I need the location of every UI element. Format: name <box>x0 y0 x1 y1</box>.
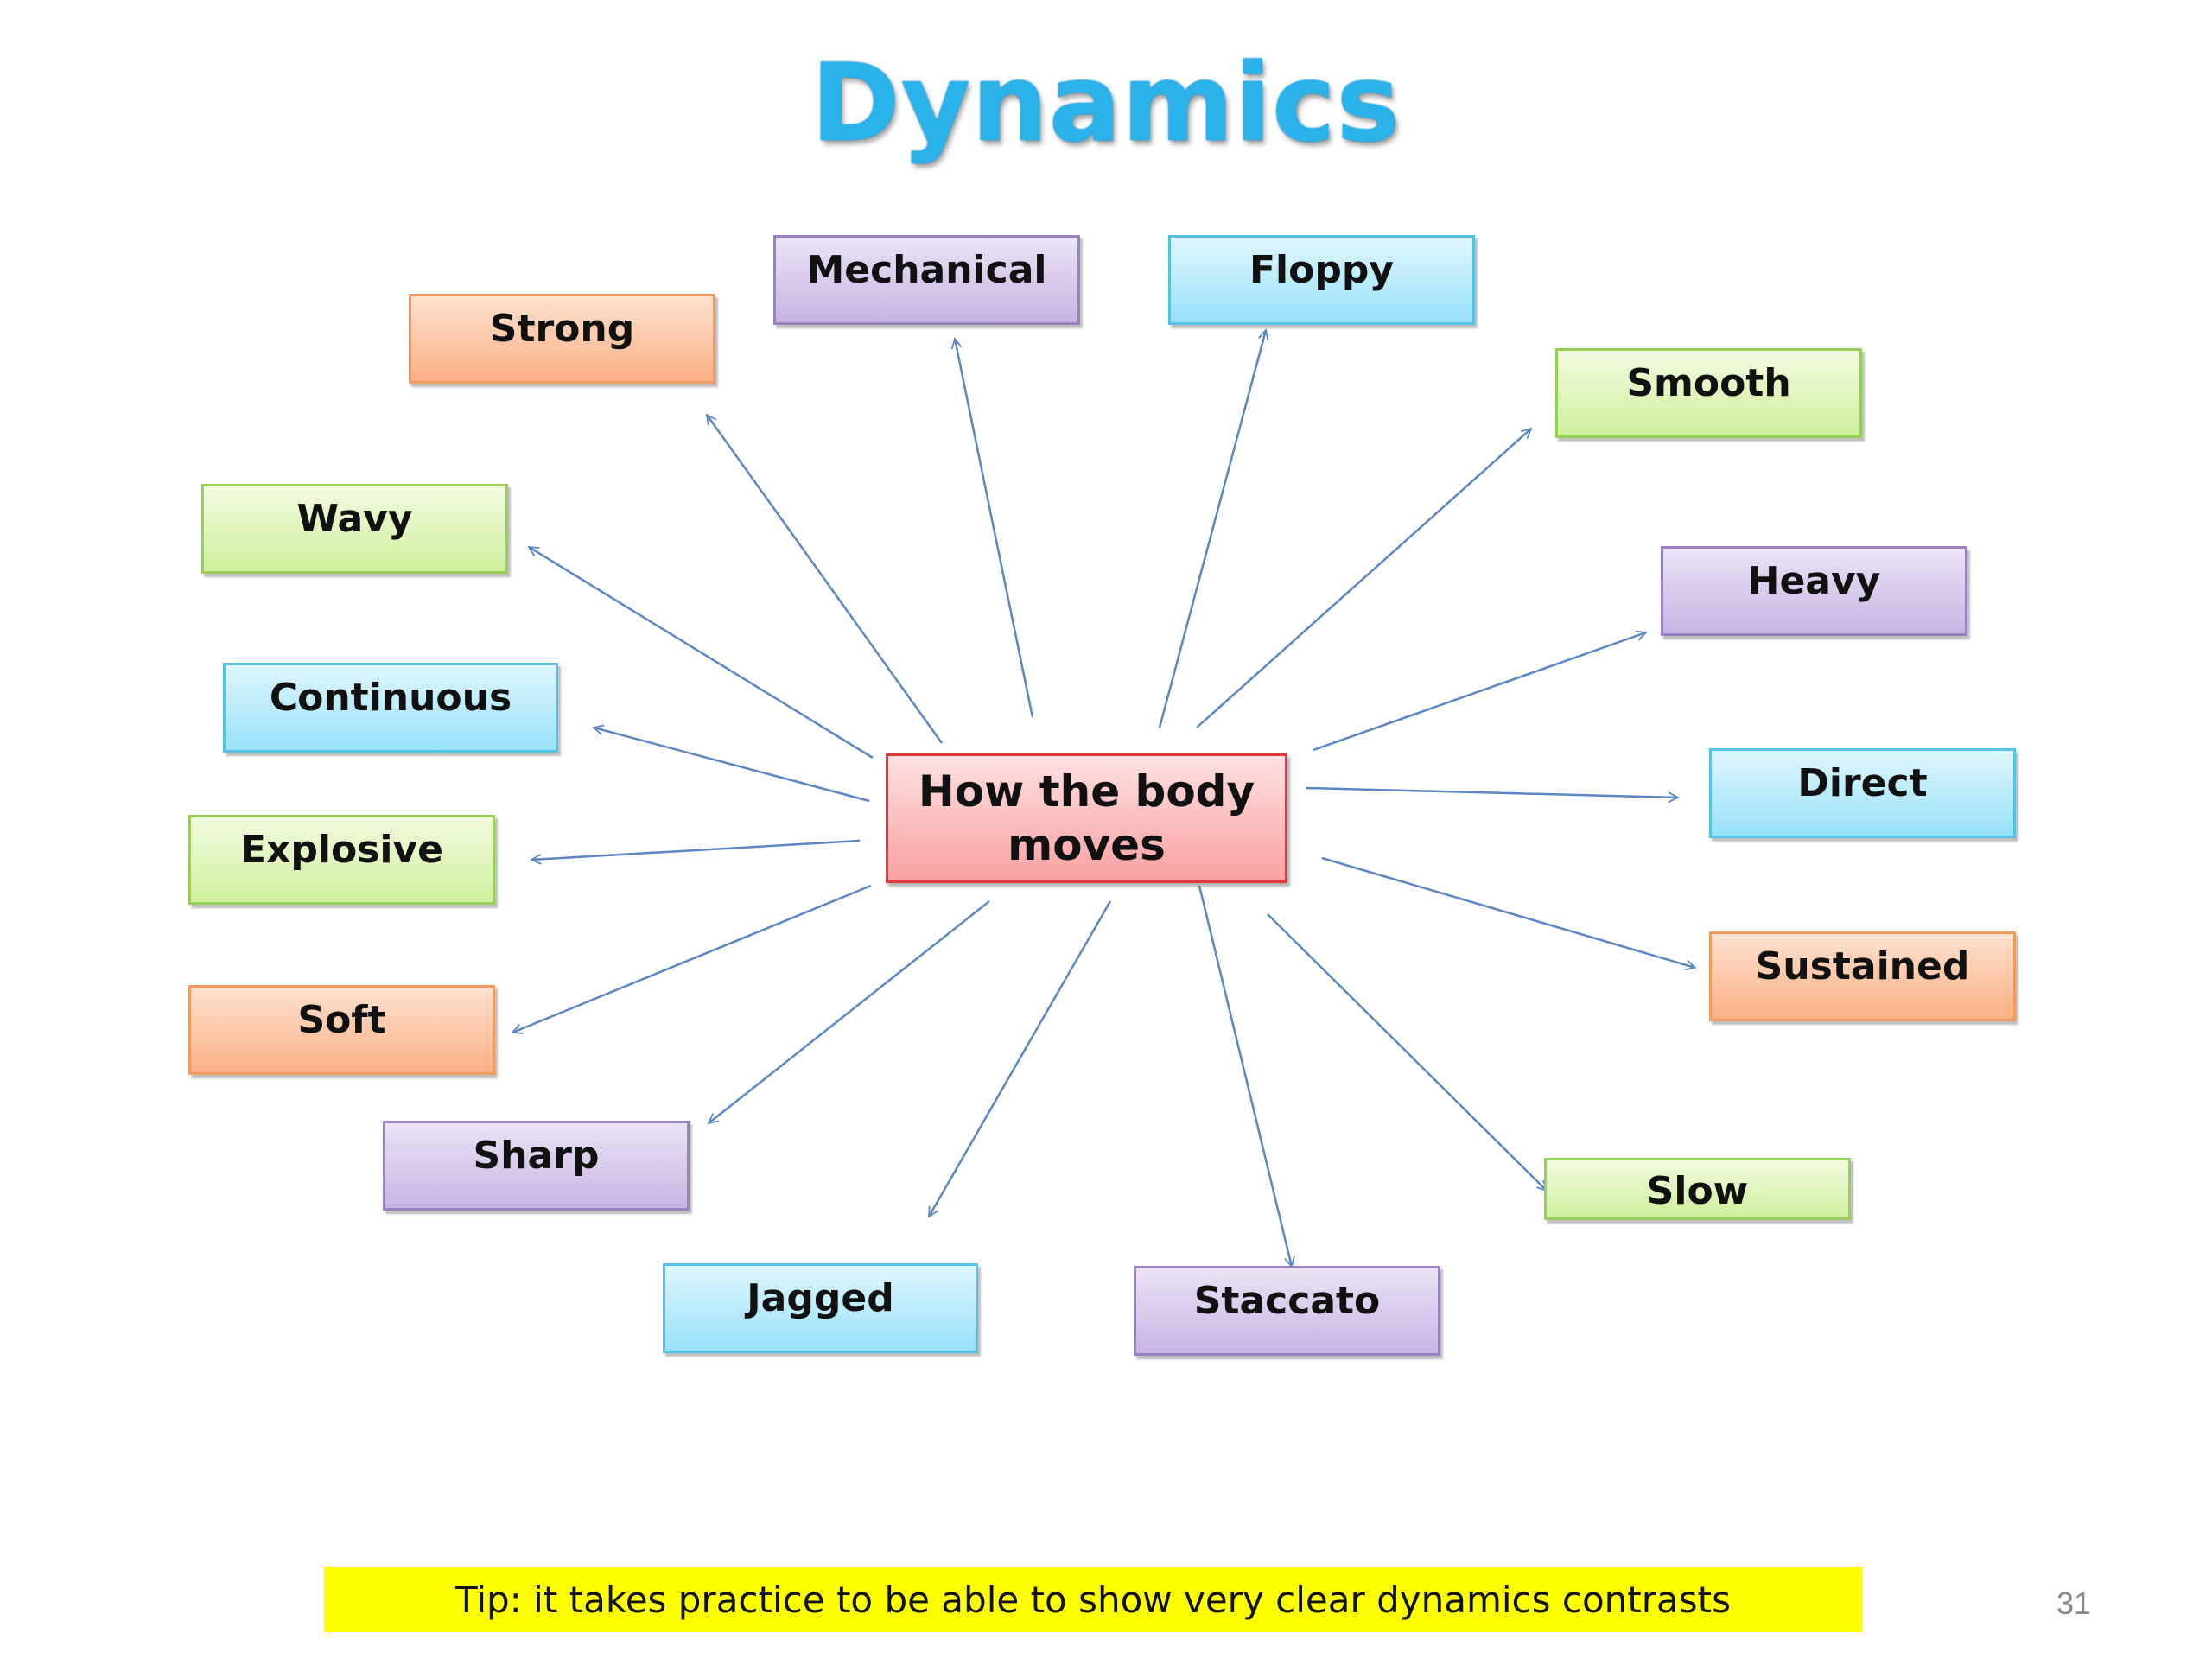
arrow-to-strong <box>707 415 944 744</box>
arrow-to-sustained <box>1321 856 1695 968</box>
arrow-to-jagged <box>927 900 1112 1217</box>
node-label: Jagged <box>747 1276 894 1320</box>
node-heavy: Heavy <box>1661 546 1967 636</box>
slide-title: Dynamics <box>810 41 1402 166</box>
node-mechanical: Mechanical <box>773 235 1080 325</box>
node-soft: Soft <box>188 985 495 1075</box>
node-label: Smooth <box>1626 361 1791 405</box>
arrow-to-smooth <box>1196 429 1531 728</box>
node-label: Strong <box>489 307 635 351</box>
node-explosive: Explosive <box>188 815 495 905</box>
arrow-to-continuous <box>594 728 870 803</box>
node-continuous: Continuous <box>223 663 558 753</box>
node-label: Continuous <box>269 676 512 720</box>
node-jagged: Jagged <box>663 1263 978 1353</box>
arrow-to-explosive <box>531 839 861 860</box>
node-label: Explosive <box>239 828 444 872</box>
tip-banner: Tip: it takes practice to be able to sho… <box>324 1567 1862 1632</box>
node-direct: Direct <box>1709 748 2016 838</box>
arrow-to-floppy <box>1158 330 1266 728</box>
node-slow: Slow <box>1544 1158 1851 1220</box>
node-label: Heavy <box>1747 559 1881 603</box>
node-label: Mechanical <box>806 248 1047 292</box>
arrow-to-wavy <box>529 545 874 760</box>
arrow-to-slow <box>1267 913 1547 1191</box>
node-floppy: Floppy <box>1168 235 1475 325</box>
node-label: Floppy <box>1249 248 1395 292</box>
center-node: How the body moves <box>886 753 1287 883</box>
node-label: Direct <box>1797 761 1928 805</box>
page-number: 31 <box>2056 1586 2092 1621</box>
node-label: Wavy <box>296 497 413 541</box>
node-label: Slow <box>1646 1169 1749 1213</box>
arrow-to-direct <box>1306 786 1678 798</box>
center-label: How the body moves <box>918 766 1255 870</box>
node-sustained: Sustained <box>1709 931 2016 1021</box>
node-label: Soft <box>297 998 386 1042</box>
node-label: Sustained <box>1755 944 1970 988</box>
node-smooth: Smooth <box>1555 348 1862 438</box>
arrow-to-staccato <box>1198 885 1292 1267</box>
node-sharp: Sharp <box>383 1121 690 1211</box>
arrow-to-mechanical <box>955 339 1034 718</box>
node-label: Sharp <box>473 1134 600 1178</box>
arrow-to-sharp <box>709 900 990 1123</box>
tip-text: Tip: it takes practice to be able to sho… <box>454 1578 1731 1621</box>
arrow-to-heavy <box>1313 632 1646 752</box>
node-label: Staccato <box>1193 1279 1381 1323</box>
arrow-to-soft <box>512 884 872 1033</box>
node-strong: Strong <box>409 294 715 384</box>
node-staccato: Staccato <box>1134 1266 1440 1356</box>
node-wavy: Wavy <box>201 484 508 574</box>
